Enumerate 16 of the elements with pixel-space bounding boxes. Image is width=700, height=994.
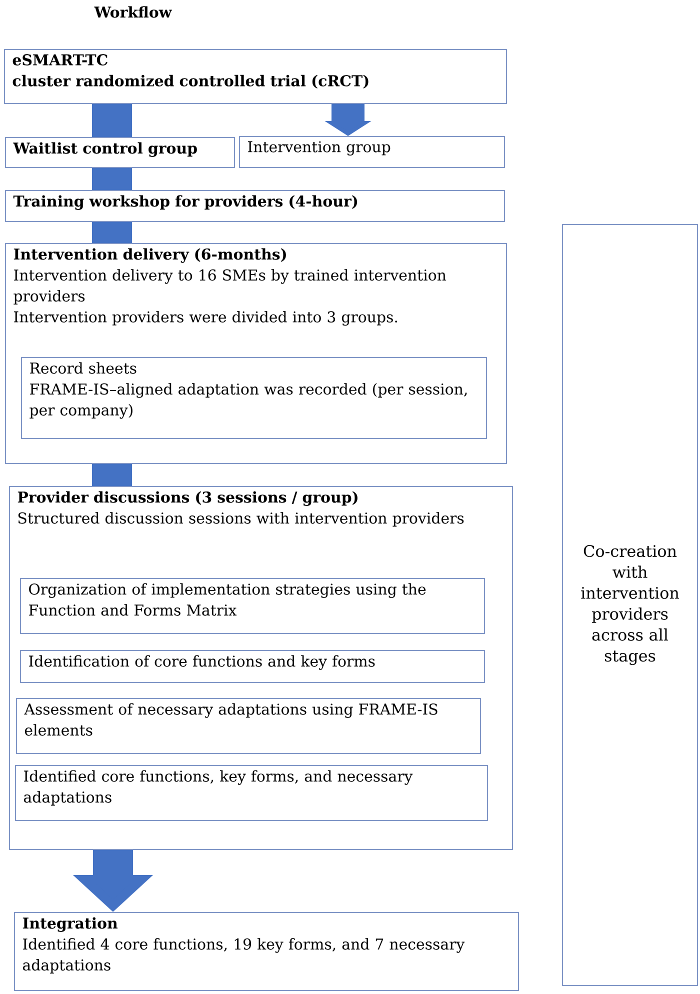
connector-bar [92,222,132,243]
process-box: Record sheets FRAME-IS–aligned adaptation was recorded (per session, per company) [21,357,487,439]
process-box: Integration Identified 4 core functions, 19 key forms, and 7 necessary adaptations [14,912,519,991]
process-box: Identified core functions, key forms, and necessary adaptations [15,765,488,821]
process-box: Organization of implementation strategies using the Function and Forms Matrix [20,578,485,634]
process-box: eSMART-TC cluster randomized controlled trial (cRCT) [4,49,507,104]
process-box: Intervention group [239,136,505,168]
process-box: Training workshop for providers (4-hour) [5,190,505,222]
process-box: Identification of core functions and key forms [20,650,485,683]
process-box: Assessment of necessary adaptations using FRAME-IS elements [16,698,481,754]
process-box: Waitlist control group [5,137,235,168]
connector-bar [92,104,132,137]
connector-bar [92,464,132,486]
connector-bar [92,168,132,190]
title: Workflow [94,6,172,18]
side-box: Co-creation with intervention providers across all stages [562,224,698,986]
